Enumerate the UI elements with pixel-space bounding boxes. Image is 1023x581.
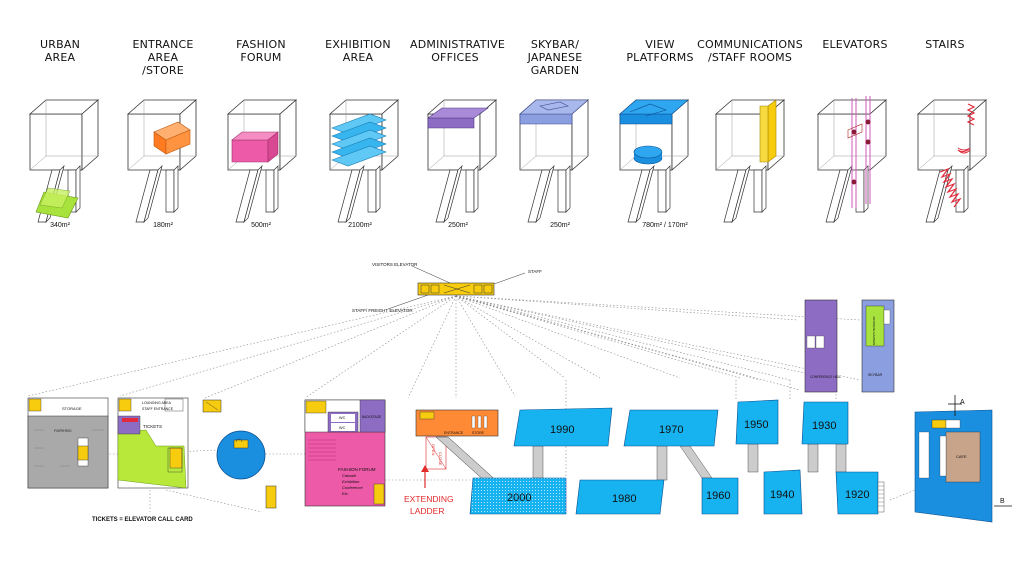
area-label-skybar: 250m² [550,222,570,229]
label-tickets-note: TICKETS = ELEVATOR CALL CARD [92,517,193,523]
label-entrance: ENTRANCE [444,431,464,435]
label-fashion-forum: FASHION FORUM [338,467,376,472]
label-visitors-elevator: VISITORS ELEVATOR [372,262,418,267]
tower-urban-area [29,99,99,223]
decade-label-1950: 1950 [744,419,768,431]
plan-view-platform-circle [216,430,266,480]
label-lounge-area: LOUNGING AREA [142,401,172,405]
decade-label-1970: 1970 [659,424,683,436]
area-label-fashion: 500m² [251,222,271,229]
elevator-core-block [265,485,277,509]
plan-cafe: CAFE [914,409,993,523]
tower-view-platforms [619,99,689,223]
area-label-exhibition: 2100m² [348,222,372,229]
label-cafe: CAFE [956,454,967,459]
label-conference-hall: CONFERENCE HALL [810,375,841,379]
area-label-admin: 250m² [448,222,468,229]
elevator-core-strip [417,282,495,296]
tower-fashion-forum [227,99,297,223]
label-tickets: TICKETS [143,424,162,429]
decade-label-2000: 2000 [507,492,531,504]
label-staff: STAFF [528,269,542,274]
tower-stairs [917,99,987,223]
label-store: STORE [472,431,485,435]
label-forum-exhibition: Exhibition [342,479,360,484]
category-title-elevators: ELEVATORS [822,38,888,51]
decade-label-1930: 1930 [812,420,836,432]
tower-entrance-store [127,99,197,223]
decade-label-1960: 1960 [706,490,730,502]
plan-parking: STORAGE PARKING [27,397,109,489]
label-forum-catwalk: Catwalk [342,473,357,478]
plan-entrance-store: ENTRANCE STORE OPEN CLOSE [415,409,501,485]
category-title-stairs: STAIRS [925,38,965,51]
label-skybar: SKYBAR [868,373,883,377]
label-storage: STORAGE [62,406,82,411]
label-extending: EXTENDING [404,494,454,504]
section-marker-b: B [1000,498,1005,505]
decade-label-1990: 1990 [550,424,574,436]
label-staff-freight-elevator: STAFF/ FREIGHT ELEVATOR [352,308,413,313]
plan-skybar-garden: JAPANESE GARDEN SKYBAR [861,299,895,393]
plan-fashion-forum: WC WC BACKSTAGE FASHION FORUM Catwalk Ex… [304,399,386,507]
plan-conference-hall: CONFERENCE HALL [804,299,841,393]
decade-label-1920: 1920 [845,489,869,501]
plan-tickets: LOUNGING AREA STAFF ENTRANCE TICKETS [117,397,189,489]
section-marker-a: A [960,399,965,406]
label-japanese-garden: JAPANESE GARDEN [872,316,876,345]
decade-label-1980: 1980 [612,493,636,505]
area-label-entrance: 180m² [153,222,173,229]
label-forum-conference: Conference [342,485,363,490]
label-forum-etc: Etc. [342,491,349,496]
area-label-view: 780m² / 170m² [642,222,688,229]
label-parking: PARKING [54,428,72,433]
tower-skybar-garden [519,99,589,223]
decade-label-1940: 1940 [770,489,794,501]
tower-elevators [817,96,887,223]
label-close: CLOSE [438,452,443,466]
label-open: OPEN [431,444,436,455]
label-staff-entrance: STAFF ENTRANCE [142,407,174,411]
category-title-communications: COMMUNICATIONS/STAFF ROOMS [697,38,803,64]
tower-administrative-offices [427,99,497,223]
label-ladder: LADDER [410,506,444,516]
exhibition-platforms: 2000 1990 1980 1970 1960 1950 1940 1930 … [469,399,885,515]
label-wc-2: WC [339,426,346,430]
label-wc-1: WC [339,416,346,420]
tower-communications [715,99,785,223]
tower-exhibition-area [329,99,399,223]
label-backstage: BACKSTAGE [362,415,381,419]
area-label-urban: 340m² [50,222,70,229]
